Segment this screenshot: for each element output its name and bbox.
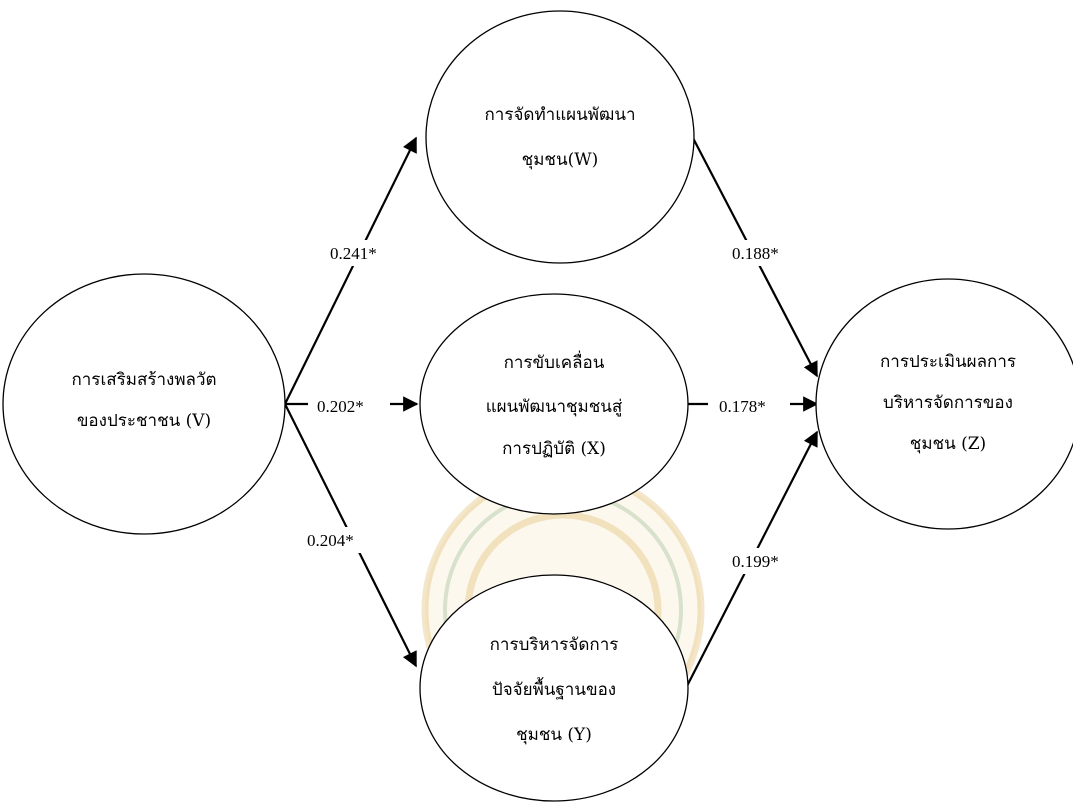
node-y-line-1: การบริหารจัดการ bbox=[490, 635, 619, 655]
node-x-line-3: การปฏิบัติ (X) bbox=[502, 439, 606, 459]
node-y-line-3: ชุมชน (Y) bbox=[516, 725, 592, 745]
node-x-line-2: แผนพัฒนาชุมชนสู่ bbox=[486, 397, 623, 417]
node-z-line-3: ชุมชน (Z) bbox=[910, 434, 986, 454]
node-v: การเสริมสร้างพลวัต ของประชาชน (V) bbox=[2, 273, 286, 535]
node-z-line-1: การประเมินผลการ bbox=[880, 352, 1016, 372]
node-w-line-1: การจัดทำแผนพัฒนา bbox=[485, 105, 636, 125]
node-v-line-1: การเสริมสร้างพลวัต bbox=[71, 370, 216, 390]
coef-v-w: 0.241* bbox=[330, 244, 377, 263]
edge-v-w bbox=[284, 136, 417, 405]
coef-y-z: 0.199* bbox=[732, 552, 779, 571]
node-v-line-2: ของประชาชน (V) bbox=[77, 411, 211, 431]
node-w: การจัดทำแผนพัฒนา ชุมชน(W) bbox=[425, 10, 695, 264]
node-w-line-2: ชุมชน(W) bbox=[522, 150, 599, 170]
node-y-line-2: ปัจจัยพื้นฐานของ bbox=[492, 677, 616, 700]
node-z: การประเมินผลการ บริหารจัดการของ ชุมชน (Z… bbox=[815, 278, 1073, 530]
node-z-line-2: บริหารจัดการของ bbox=[883, 393, 1013, 413]
node-y: การบริหารจัดการ ปัจจัยพื้นฐานของ ชุมชน (… bbox=[419, 574, 689, 802]
node-x-line-1: การขับเคลื่อน bbox=[504, 350, 605, 373]
coef-v-x: 0.202* bbox=[317, 397, 364, 416]
coef-w-z: 0.188* bbox=[732, 244, 779, 263]
node-x: การขับเคลื่อน แผนพัฒนาชุมชนสู่ การปฏิบัต… bbox=[419, 293, 689, 515]
coef-x-z: 0.178* bbox=[719, 397, 766, 416]
coef-v-y: 0.204* bbox=[307, 531, 354, 550]
coefficients: 0.241* 0.202* 0.204* 0.188* 0.178* 0.199… bbox=[302, 240, 795, 574]
